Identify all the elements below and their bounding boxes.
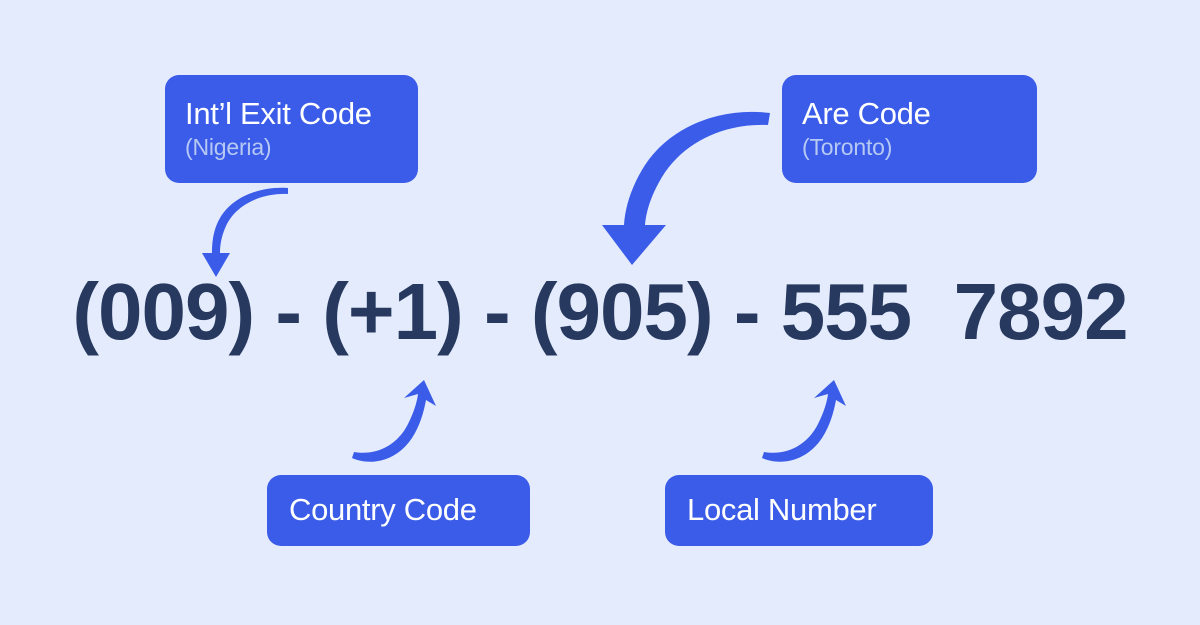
callout-area-code-title: Are Code [802, 95, 931, 131]
callout-country-code: Country Code [267, 475, 530, 546]
callout-local-number-label: Local Number [687, 492, 877, 528]
callout-intl-exit-code: Int’l Exit Code (Nigeria) [165, 75, 418, 183]
curved-arrow-up-right-icon [762, 380, 846, 462]
callout-area-code: Are Code (Toronto) [782, 75, 1037, 183]
phone-number-text: (009) - (+1) - (905) - 555 7892 [72, 267, 1128, 356]
callout-local-number: Local Number [665, 475, 933, 546]
curved-arrow-down-left-icon [602, 111, 770, 265]
curved-arrow-up-right-icon [352, 380, 436, 462]
callout-intl-exit-code-title: Int’l Exit Code [185, 95, 372, 131]
callout-country-code-label: Country Code [289, 492, 477, 528]
curved-arrow-down-left-icon [202, 187, 288, 277]
callout-intl-exit-code-subtitle: (Nigeria) [185, 133, 272, 160]
callout-area-code-subtitle: (Toronto) [802, 133, 893, 160]
